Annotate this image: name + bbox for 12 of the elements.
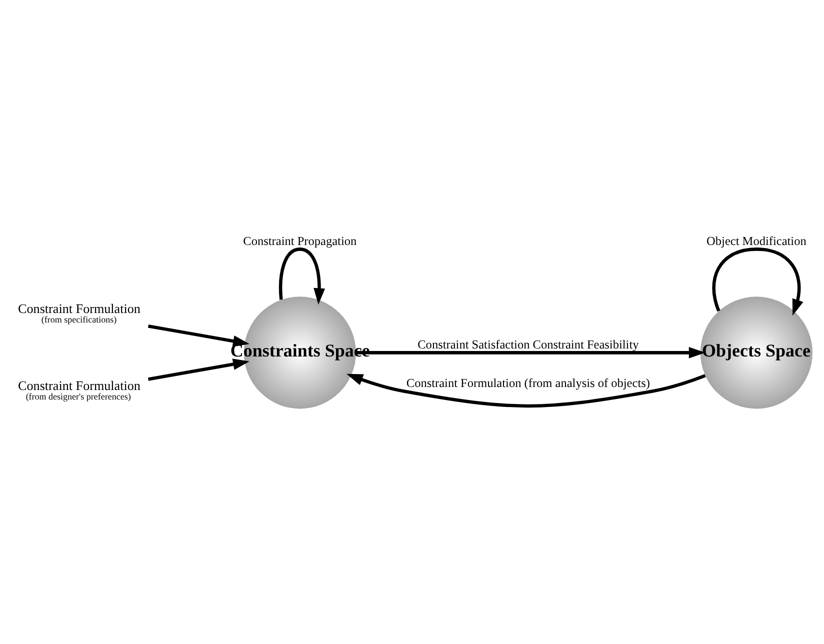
node-text: Constraint Formulation (from specifications): [18, 300, 140, 325]
arrow: [346, 374, 706, 408]
arrow: [712, 248, 804, 316]
edge-label: Constraint Propagation: [243, 234, 357, 248]
edge-label: Constraint Satisfaction Constraint Feasibility: [418, 338, 639, 352]
arrow: [148, 324, 250, 347]
arrow: [278, 248, 326, 305]
edge-label: Object Modification: [706, 234, 806, 248]
node-text: Constraint Formulation (from designer's preferences): [18, 378, 140, 402]
edge-label: Constraint Formulation (from analysis of objects): [406, 376, 650, 390]
arrow: [356, 346, 706, 358]
arrow: [148, 358, 250, 381]
